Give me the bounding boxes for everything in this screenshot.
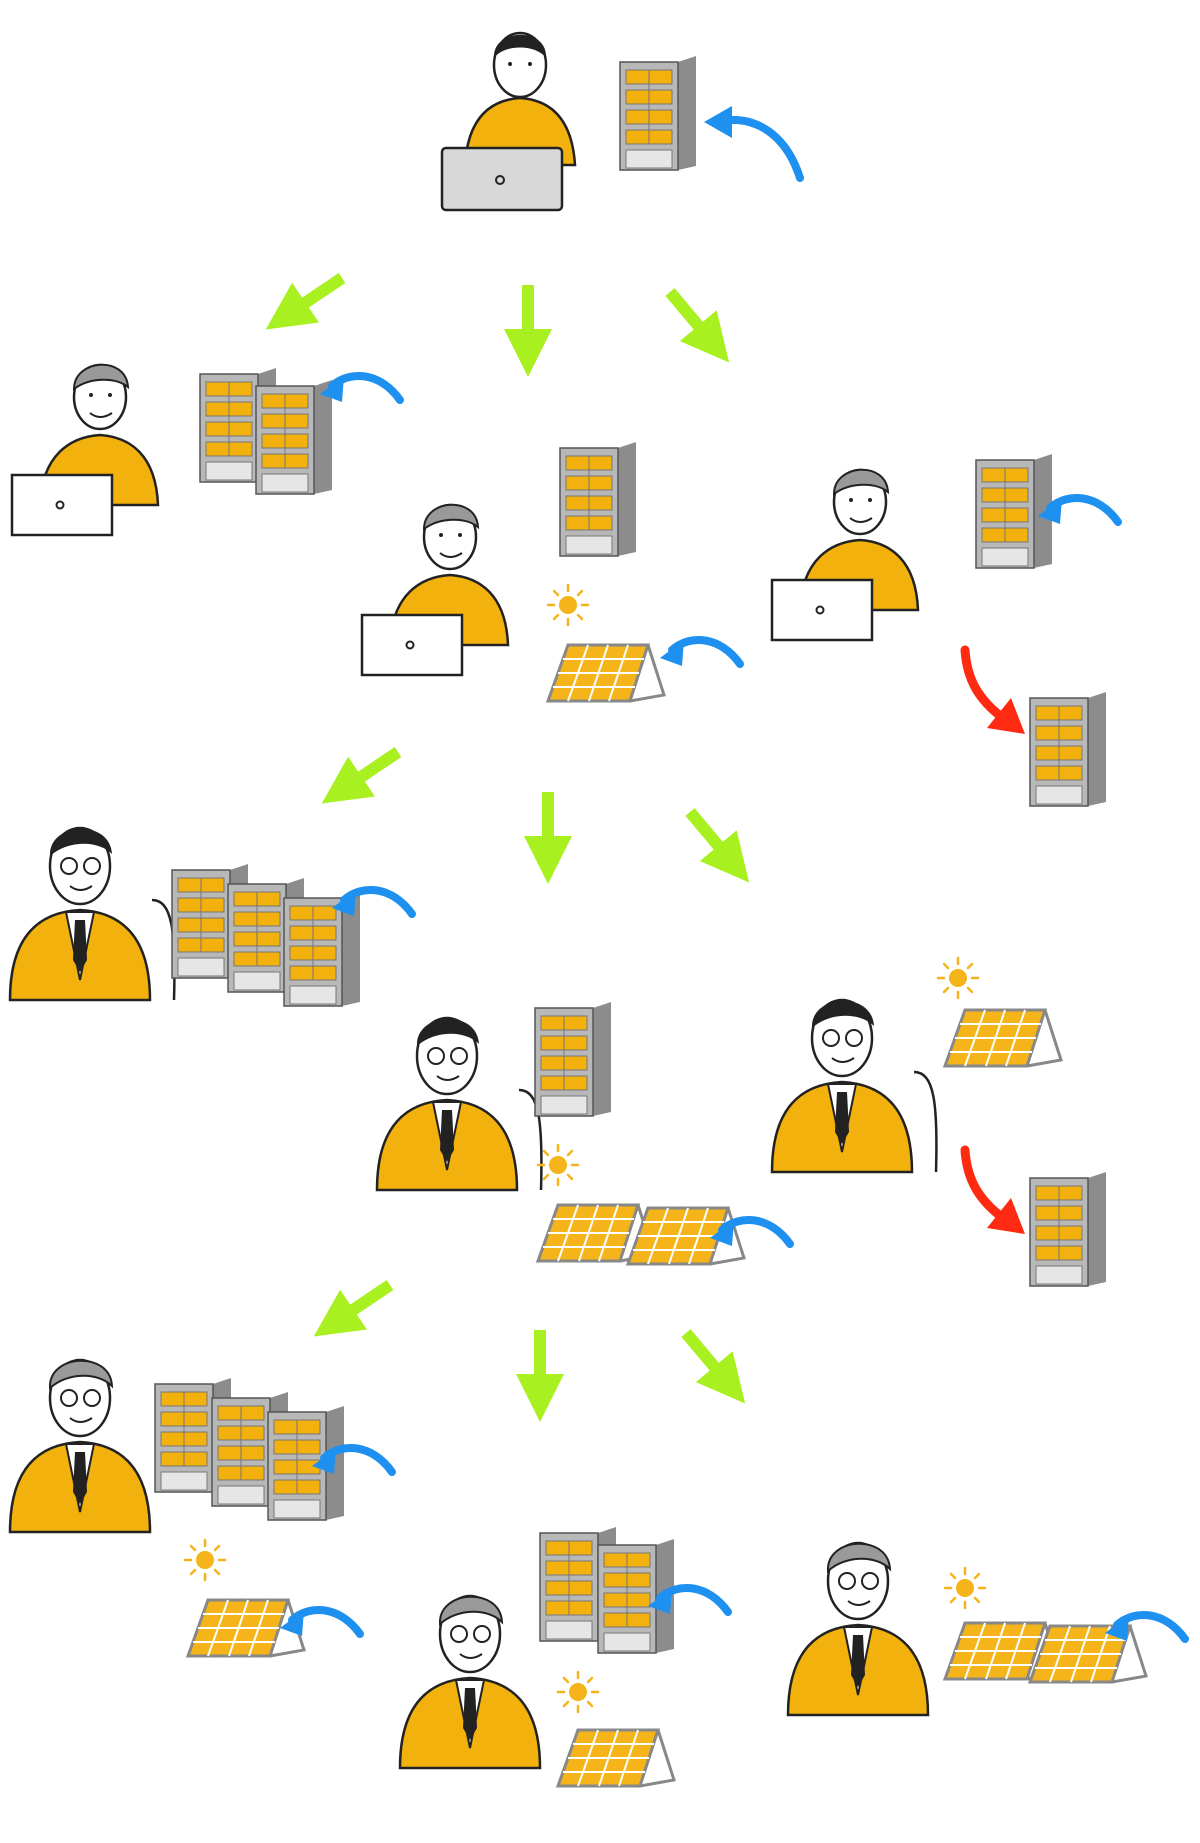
flow-arrows-row2 xyxy=(308,732,768,898)
acquire-arrow xyxy=(332,890,412,916)
stage4-center xyxy=(398,1526,728,1788)
flow-arrows-row1 xyxy=(252,258,748,378)
sun-icon xyxy=(546,583,590,627)
solar-panel-icon xyxy=(1028,1624,1148,1684)
stage4-left xyxy=(8,1358,392,1658)
stage2-right xyxy=(770,453,1118,807)
solar-panel-icon xyxy=(943,1008,1063,1068)
acquire-arrow xyxy=(660,640,740,666)
person-icon xyxy=(786,1541,930,1717)
person-icon xyxy=(440,31,577,212)
stage-start xyxy=(440,31,804,212)
stage3-center xyxy=(375,1001,790,1266)
building-icon xyxy=(534,1001,612,1117)
building-icon xyxy=(975,453,1053,569)
person-icon xyxy=(360,503,510,677)
stage3-right xyxy=(770,956,1107,1287)
person-icon xyxy=(8,826,176,1002)
person-icon xyxy=(8,1358,152,1534)
person-icon xyxy=(375,1016,543,1192)
sell-arrow xyxy=(965,650,1025,734)
building-icon xyxy=(1029,1171,1107,1287)
sun-icon xyxy=(536,1143,580,1187)
building-icon xyxy=(619,55,697,171)
acquire-arrow xyxy=(1105,1615,1185,1641)
sun-icon xyxy=(936,956,980,1000)
person-icon xyxy=(770,998,938,1174)
sun-icon xyxy=(943,1566,987,1610)
solar-panel-icon xyxy=(556,1728,676,1788)
sell-arrow xyxy=(965,1150,1025,1234)
person-icon xyxy=(770,468,920,642)
person-icon xyxy=(398,1594,542,1770)
stage2-left xyxy=(10,363,400,537)
acquire-arrow xyxy=(320,376,400,402)
flow-arrows-row3 xyxy=(300,1265,764,1422)
building-icon xyxy=(1029,691,1107,807)
stage2-center xyxy=(360,441,740,703)
building-icon xyxy=(255,379,333,495)
person-icon xyxy=(10,363,160,537)
sun-icon xyxy=(183,1538,227,1582)
solar-panel-icon xyxy=(546,643,666,703)
sun-icon xyxy=(556,1670,600,1714)
stage3-left xyxy=(8,826,412,1007)
building-icon xyxy=(559,441,637,557)
acquire-arrow xyxy=(704,106,804,182)
stage4-right xyxy=(786,1541,1185,1717)
